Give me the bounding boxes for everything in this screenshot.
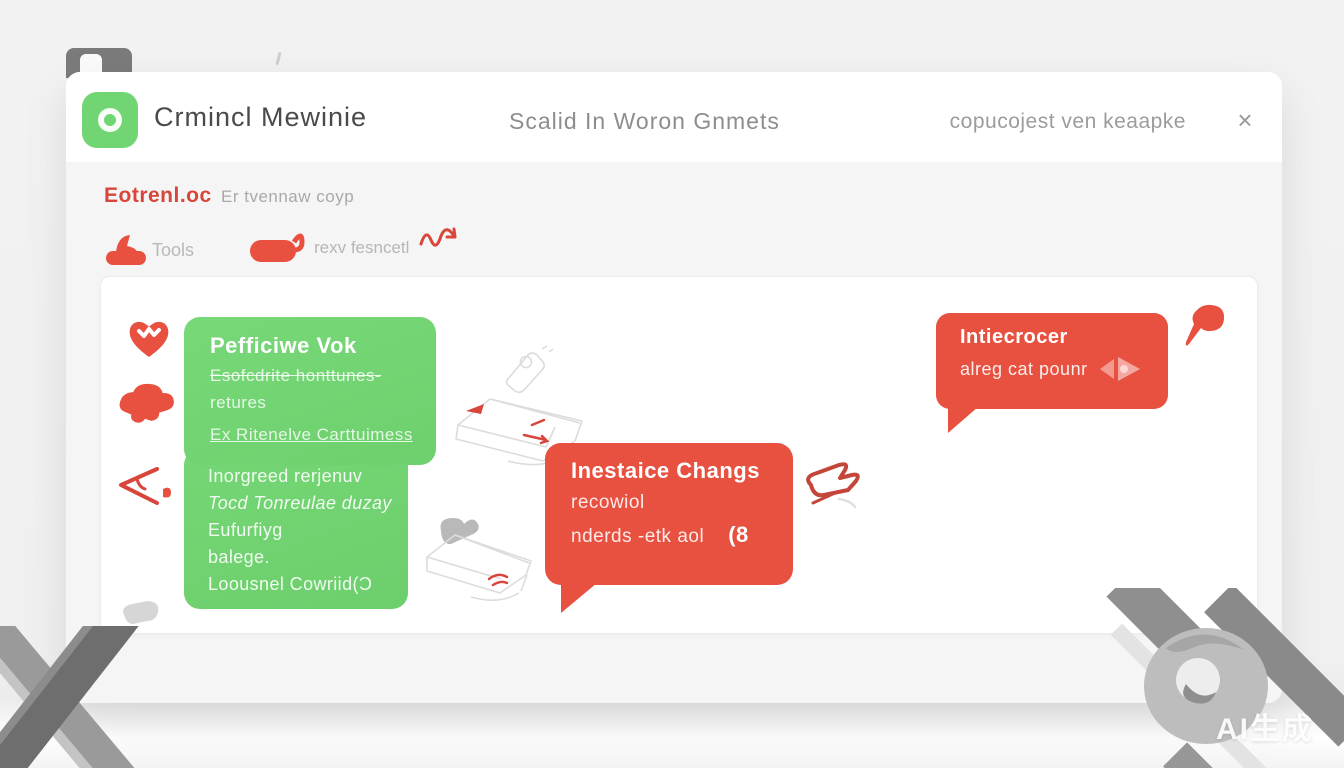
canvas-panel: Pefficiwe Vok Esofcdrite honttunes- retu… xyxy=(100,276,1258,634)
window-title: Crmincl Mewinie xyxy=(154,102,368,132)
green-bubble-line: Ex Ritenelve Carttuimess xyxy=(210,425,413,444)
brand-label: Eotrenl.oc xyxy=(104,184,212,207)
scribble-arrow-icon xyxy=(419,227,457,247)
tab-tick-mark xyxy=(275,51,282,66)
scribble-flag-icon xyxy=(806,462,860,509)
speech-tail xyxy=(561,583,597,613)
tracked-label[interactable]: rexv fesncetl xyxy=(314,238,410,257)
green-card-line: Loousnel Cowriid(Ɔ xyxy=(208,574,373,594)
brand-caption: Er tvennaw coyp xyxy=(221,187,355,206)
heart-icon[interactable] xyxy=(125,317,173,361)
red-bubble-line: recowiol xyxy=(571,492,645,513)
tools-label[interactable]: Tools xyxy=(152,240,195,260)
wireframe-sketch-top xyxy=(455,345,583,466)
dialog-header: Crmincl Mewinie Scalid In Woron Gnmets c… xyxy=(66,72,1282,162)
wireframe-sketch-bottom xyxy=(426,518,532,601)
green-card-line: Tocd Tonreulae duzay xyxy=(208,493,392,513)
ai-watermark: AI生成 xyxy=(1216,713,1314,746)
corner-x-decoration xyxy=(0,626,140,768)
green-card-line: Eufurfiyg xyxy=(208,520,283,540)
red-speech-bubble-right[interactable]: Intiecrocer alreg cat pounr xyxy=(936,313,1168,433)
tools-icon[interactable] xyxy=(102,228,150,268)
pin-blob-icon xyxy=(1185,304,1225,346)
green-card-line: balege. xyxy=(208,547,270,567)
red-bubble-right-line: alreg cat pounr xyxy=(960,358,1088,379)
ring-icon xyxy=(98,108,122,132)
dialog-window: Crmincl Mewinie Scalid In Woron Gnmets c… xyxy=(66,72,1282,703)
green-card-line: Inorgreed rerjenuv xyxy=(208,466,363,486)
gray-blob-icon xyxy=(123,601,159,624)
angle-face-icon[interactable] xyxy=(111,463,175,509)
app-logo-icon xyxy=(82,92,138,148)
bottom-right-decoration xyxy=(1106,588,1344,768)
speech-tail xyxy=(948,407,978,433)
green-speech-bubble[interactable]: Pefficiwe Vok Esofcdrite honttunes- retu… xyxy=(184,317,436,465)
red-bubble-line-text: nderds -etk aol xyxy=(571,526,705,547)
red-speech-bubble-center[interactable]: Inestaice Changs recowiol nderds -etk ao… xyxy=(545,443,793,613)
green-bubble-title: Pefficiwe Vok xyxy=(210,333,357,358)
red-bubble-title: Inestaice Changs xyxy=(571,458,760,483)
green-card[interactable]: Inorgreed rerjenuv Tocd Tonreulae duzay … xyxy=(184,449,408,609)
window-subtitle-right: copucojest ven keaapke xyxy=(949,110,1186,133)
green-bubble-line: retures xyxy=(210,393,267,412)
red-bubble-line: nderds -etk aol (8 xyxy=(571,522,793,548)
play-arrows-icon xyxy=(1099,357,1140,381)
red-bubble-glyph: (8 xyxy=(728,522,749,547)
cloud-blob-icon[interactable] xyxy=(115,379,183,429)
window-subtitle-center: Scalid In Woron Gnmets xyxy=(509,108,780,134)
dialog-body: Eotrenl.oc Er tvennaw coyp Tools rexv fe… xyxy=(66,162,1282,703)
close-icon[interactable]: × xyxy=(1237,105,1253,135)
tracked-pill-icon[interactable] xyxy=(248,228,310,268)
red-bubble-right-title: Intiecrocer xyxy=(960,326,1068,348)
green-bubble-line: Esofcdrite honttunes- xyxy=(210,366,382,385)
